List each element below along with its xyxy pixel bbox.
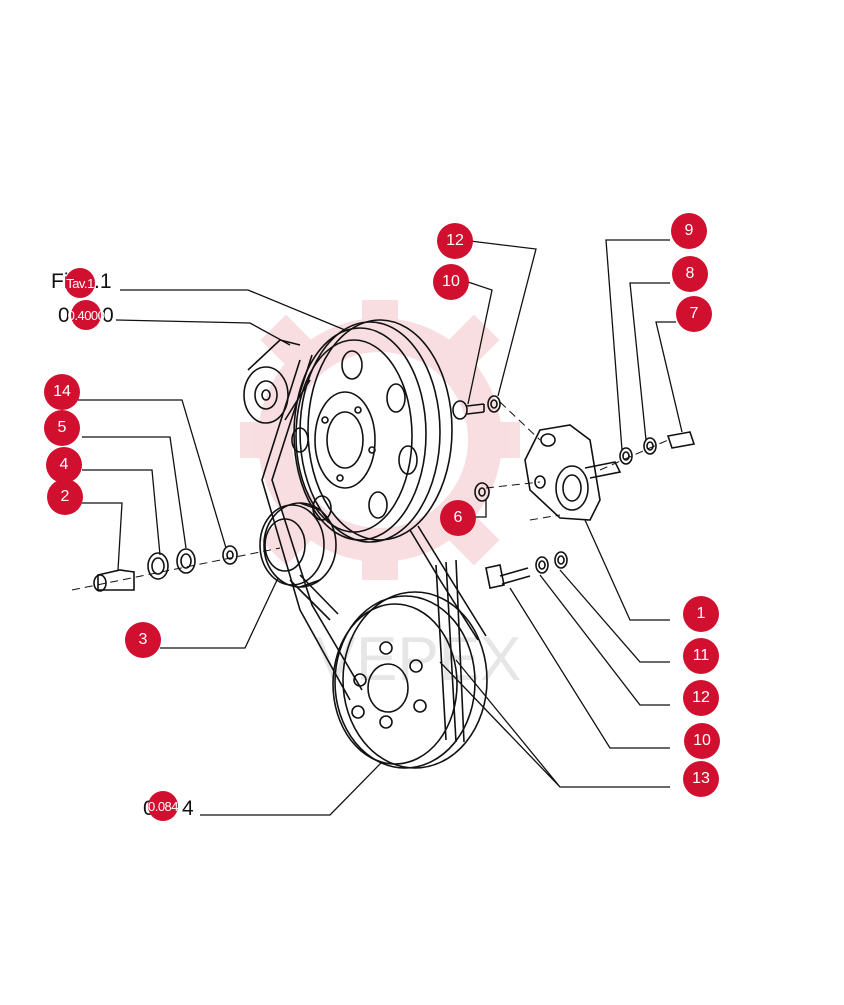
idler-pulley — [259, 502, 337, 588]
crank-pulley — [332, 591, 488, 769]
drive-belt — [261, 354, 487, 743]
callout-8[interactable]: 8 — [672, 256, 708, 292]
callout-11[interactable]: 11 — [683, 638, 719, 674]
figure-badge[interactable]: Tav.1 — [65, 268, 95, 298]
figure-label-suffix: .1 — [94, 270, 112, 293]
callout-14[interactable]: 14 — [44, 374, 80, 410]
callout-5[interactable]: 5 — [44, 410, 80, 446]
watermark-gear — [240, 300, 520, 580]
callout-12[interactable]: 12 — [437, 223, 473, 259]
callout-12-lower[interactable]: 12 — [683, 680, 719, 716]
callout-10[interactable]: 10 — [433, 264, 469, 300]
assembly-code-suffix: 0 — [102, 304, 114, 327]
assembly-axes — [71, 401, 669, 591]
tensioner-bracket — [524, 424, 622, 521]
pulley-code-badge[interactable]: 0.084 — [148, 791, 179, 821]
fan-pulley — [291, 319, 453, 543]
callout-1[interactable]: 1 — [683, 596, 719, 632]
pulley-code-suffix: 4 — [182, 797, 194, 820]
callout-7[interactable]: 7 — [676, 296, 712, 332]
callout-3[interactable]: 3 — [125, 622, 161, 658]
callout-9[interactable]: 9 — [671, 213, 707, 249]
figure-label-prefix: Fi — [51, 270, 69, 293]
callout-2[interactable]: 2 — [47, 479, 83, 515]
hardware-parts — [93, 395, 696, 592]
callout-10-lower[interactable]: 10 — [684, 723, 720, 759]
assembly-code-prefix: 0 — [58, 304, 70, 327]
callout-13[interactable]: 13 — [683, 761, 719, 797]
callout-6[interactable]: 6 — [440, 500, 476, 536]
leader-lines — [78, 239, 683, 816]
assembly-code-badge[interactable]: 0.4000 — [68, 300, 105, 330]
callout-4[interactable]: 4 — [46, 447, 82, 483]
